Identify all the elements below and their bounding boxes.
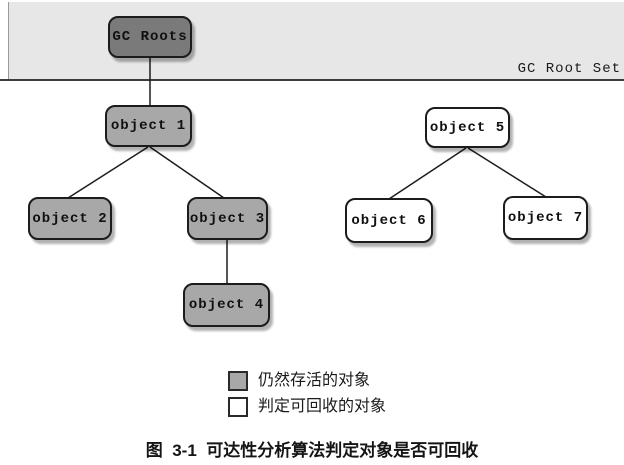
figure-caption: 图 3-1 可达性分析算法判定对象是否可回收 [145,441,479,460]
gc-root-set-label: GC Root Set [517,61,621,77]
edge-object5-object7 [467,147,547,198]
node-object-7-label: object 7 [507,210,584,226]
edge-object1-object2 [67,146,149,199]
node-object-4: object 4 [183,283,270,327]
legend-label-alive: 仍然存活的对象 [258,372,371,389]
node-object-6: object 6 [345,198,433,243]
node-object-2: object 2 [28,197,112,240]
node-object-4-label: object 4 [188,297,265,313]
node-object-1: object 1 [105,105,192,147]
node-object-7: object 7 [503,196,588,240]
node-object-5: object 5 [425,107,510,148]
node-object-3: object 3 [187,197,268,240]
node-object-3-label: object 3 [189,210,266,227]
gc-root-set-divider-line [0,79,624,81]
legend-swatch-alive [228,371,248,391]
node-object-1-label: object 1 [110,118,187,134]
node-object-2-label: object 2 [32,210,108,227]
edge-object1-object3 [149,146,225,199]
node-object-5-label: object 5 [429,119,506,136]
edge-object5-object6 [388,147,467,200]
node-object-6-label: object 6 [351,212,427,229]
legend-swatch-recyclable [228,397,248,417]
node-gc-roots-label: GC Roots [112,29,188,45]
node-gc-roots: GC Roots [108,16,192,58]
legend-label-recyclable: 判定可回收的对象 [258,398,387,415]
